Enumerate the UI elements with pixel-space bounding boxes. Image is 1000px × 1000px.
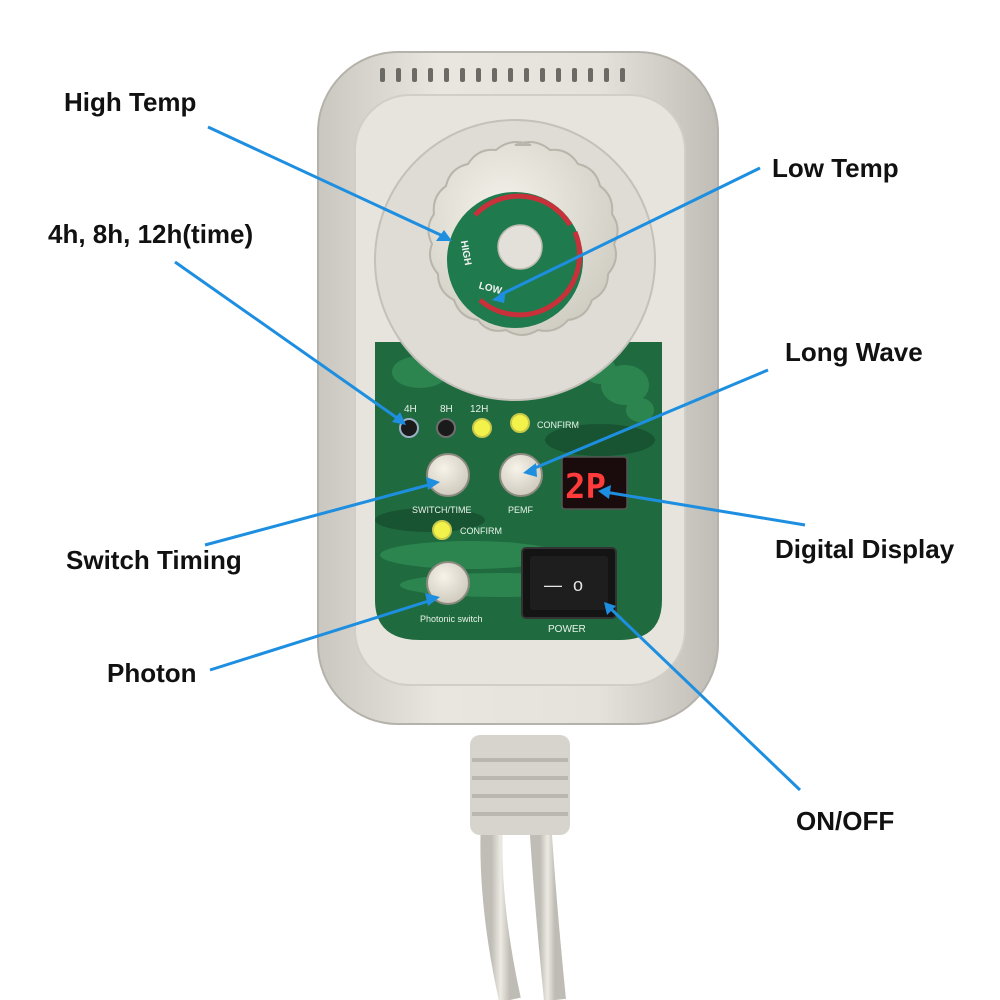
dial-high-label: HIGH <box>458 240 473 267</box>
temperature-knob[interactable]: HIGH LOW <box>374 119 656 401</box>
callout-time: 4h, 8h, 12h(time) <box>48 219 253 249</box>
cables <box>470 735 570 1000</box>
callout-arrows <box>174 125 806 792</box>
arrow-long-wave <box>529 368 769 472</box>
callout-high-temp: High Temp <box>64 87 196 117</box>
photonic-switch-button[interactable] <box>426 561 470 605</box>
switch-time-button[interactable] <box>426 453 470 497</box>
confirm-top-label: CONFIRM <box>537 420 579 430</box>
timer-label-4h: 4H <box>404 404 417 415</box>
callout-long-wave: Long Wave <box>785 337 923 367</box>
arrow-on-off <box>608 606 802 792</box>
arrow-switch-timing <box>204 482 433 547</box>
callout-low-temp: Low Temp <box>772 153 899 183</box>
led-confirm-top <box>510 413 530 433</box>
led-8h <box>436 418 456 438</box>
callout-switch-timing: Switch Timing <box>66 545 242 575</box>
power-label: POWER <box>548 624 586 635</box>
vent-slots <box>380 68 625 82</box>
led-12h <box>472 418 492 438</box>
rocker-off-mark: — <box>544 575 562 595</box>
rocker-on-mark: o <box>573 575 583 595</box>
arrow-photon <box>209 598 433 672</box>
arrow-digital-display <box>604 490 806 527</box>
callout-on-off: ON/OFF <box>796 806 894 836</box>
digital-display: 2P <box>561 456 628 510</box>
led-confirm-mid <box>432 520 452 540</box>
arrow-low-temp <box>499 166 761 297</box>
confirm-mid-label: CONFIRM <box>460 526 502 536</box>
strain-relief <box>470 735 570 835</box>
callout-photon: Photon <box>107 658 197 688</box>
power-switch[interactable]: — o <box>521 547 617 619</box>
arrow-time <box>174 260 401 422</box>
timer-label-8h: 8H <box>440 404 453 415</box>
pemf-label: PEMF <box>508 505 534 515</box>
switch-time-label: SWITCH/TIME <box>412 505 472 515</box>
arrow-high-temp <box>207 125 446 239</box>
pemf-button[interactable] <box>499 453 543 497</box>
display-value: 2P <box>565 467 606 507</box>
photonic-label: Photonic switch <box>420 614 483 624</box>
timer-label-12h: 12H <box>470 404 488 415</box>
callout-digital-display: Digital Display <box>775 534 955 564</box>
